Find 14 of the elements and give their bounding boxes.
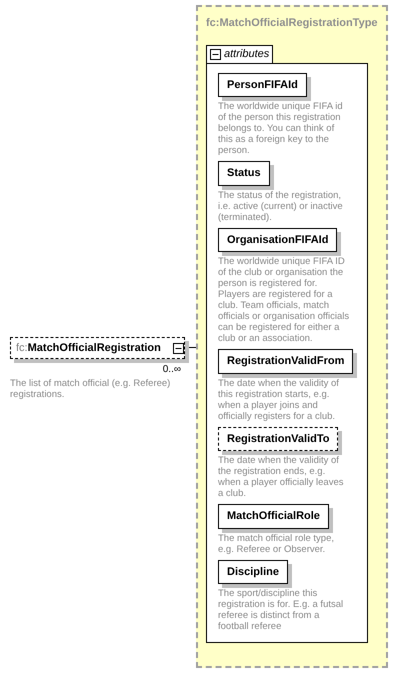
attribute-description: The date when the validity of the registration ends, e.g. when a player officially leaves a club. [218, 455, 345, 499]
attribute-description: The date when the validity of this registration starts, e.g. when a player joins and officially registers for a club. [218, 378, 340, 422]
attribute-description: The match official role type, e.g. Referee or Observer. [218, 532, 335, 554]
cardinality-label: 0..∞ [162, 364, 182, 375]
element-description: The list of match official (e.g. Referee) registrations. [10, 378, 172, 400]
group-label: attributes [224, 46, 270, 62]
attribute-description: The sport/discipline this registration is for. E.g. a futsal referee is distinct from a football referee [218, 588, 344, 632]
attribute-description: The worldwide unique FIFA id of the person this registration belongs to. You can think of this as a foreign key to the person. [218, 101, 344, 156]
attributes-panel [206, 62, 368, 643]
attribute-description: The status of the registration, i.e. active (current) or inactive (terminated). [218, 190, 344, 222]
type-title: fc:MatchOfficialRegistrationType [206, 16, 378, 31]
element-name: fc:MatchOfficialRegistration [16, 340, 161, 356]
type-container [196, 5, 388, 668]
attribute-description: The worldwide unique FIFA ID of the club or organisation the person is registered for. Players are registered for a club. Team officials, match officials or organisation officials can be registered for either a club or an association. [218, 256, 350, 344]
